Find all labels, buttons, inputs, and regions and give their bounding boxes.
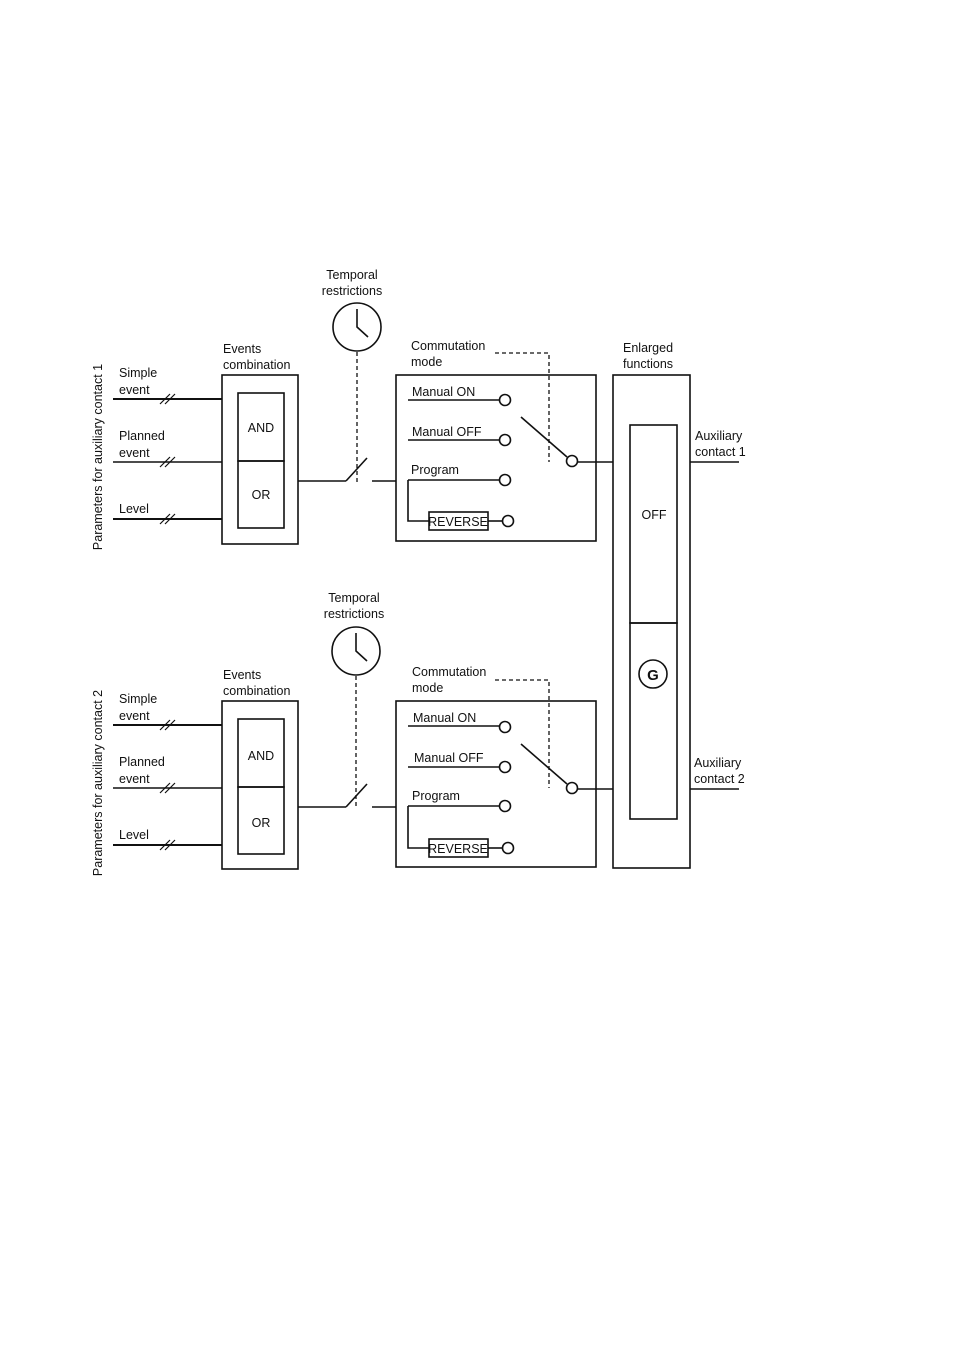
reverse-branch-line — [407, 480, 429, 522]
commutation-mode-box — [395, 700, 597, 868]
input-planned-event-line2: event — [119, 446, 150, 460]
output-label-line1: Auxiliary — [694, 756, 742, 770]
mode-manual-on: Manual ON — [413, 711, 476, 725]
slash-marks — [159, 839, 176, 851]
commutation-link-dashed — [495, 679, 550, 788]
selector-pivot — [565, 781, 579, 795]
input-simple-event-line2: event — [119, 383, 150, 397]
temporal-restrictions-line2: restrictions — [322, 284, 382, 298]
terminal-reverse — [501, 514, 515, 528]
mode-program: Program — [411, 463, 459, 477]
events-combination-line2: combination — [223, 684, 290, 698]
input-simple-event-line2: event — [119, 709, 150, 723]
output-label-line2: contact 1 — [695, 445, 746, 459]
commutation-mode-line1: Commutation — [412, 665, 486, 679]
reverse-label: REVERSE — [428, 842, 488, 856]
events-combination-line1: Events — [223, 668, 261, 682]
input-planned-event-line1: Planned — [119, 755, 165, 769]
temporal-restrictions-line1: Temporal — [326, 268, 377, 282]
events-combination-box — [221, 700, 299, 870]
reverse-branch-line — [407, 806, 429, 849]
output-label-line1: Auxiliary — [695, 429, 743, 443]
commutation-link-dashed — [495, 352, 550, 462]
mode-manual-on: Manual ON — [412, 385, 475, 399]
input-level: Level — [119, 502, 149, 516]
input-planned-event-line2: event — [119, 772, 150, 786]
selector-arm — [520, 416, 568, 458]
clock-icon — [331, 626, 381, 676]
side-label: Parameters for auxiliary contact 1 — [91, 364, 105, 550]
terminal-manual-on — [498, 393, 512, 407]
commutation-mode-line2: mode — [412, 681, 443, 695]
terminal-program — [498, 473, 512, 487]
input-planned-event-line1: Planned — [119, 429, 165, 443]
and-label: AND — [248, 749, 274, 763]
side-label: Parameters for auxiliary contact 2 — [91, 690, 105, 876]
terminal-manual-on — [498, 720, 512, 734]
g-box — [629, 622, 678, 820]
events-combination-box — [221, 374, 299, 545]
slash-marks — [159, 513, 176, 525]
off-box — [629, 424, 678, 624]
mode-manual-off: Manual OFF — [414, 751, 484, 765]
slash-marks — [159, 456, 176, 468]
events-combination-line1: Events — [223, 342, 261, 356]
output-label-line2: contact 2 — [694, 772, 745, 786]
enlarged-functions-box — [612, 374, 691, 869]
temporal-restrictions-line2: restrictions — [324, 607, 384, 621]
enlarged-functions-line1: Enlarged — [623, 341, 673, 355]
g-circle-icon — [638, 659, 668, 689]
mode-manual-off: Manual OFF — [412, 425, 482, 439]
or-label: OR — [252, 488, 271, 502]
input-level: Level — [119, 828, 149, 842]
g-label: G — [647, 667, 659, 684]
input-simple-event-line1: Simple — [119, 692, 157, 706]
terminal-manual-off — [498, 760, 512, 774]
temporal-restrictions-line1: Temporal — [328, 591, 379, 605]
mode-program: Program — [412, 789, 460, 803]
slash-marks — [159, 393, 176, 405]
enlarged-functions-line2: functions — [623, 357, 673, 371]
terminal-manual-off — [498, 433, 512, 447]
clock-icon — [332, 302, 382, 352]
events-combination-line2: combination — [223, 358, 290, 372]
enlarged-functions: Enlarged functions OFF G — [612, 341, 691, 869]
commutation-mode-line1: Commutation — [411, 339, 485, 353]
switch-blade — [345, 783, 368, 808]
or-box — [237, 460, 285, 529]
commutation-mode-box — [395, 374, 597, 542]
terminal-program — [498, 799, 512, 813]
or-label: OR — [252, 816, 271, 830]
and-label: AND — [248, 421, 274, 435]
reverse-label: REVERSE — [428, 515, 488, 529]
switch-blade — [345, 457, 368, 482]
slash-marks — [159, 719, 176, 731]
block-auxiliary-contact-1: Parameters for auxiliary contact 1 Simpl… — [91, 268, 746, 550]
input-simple-event-line1: Simple — [119, 366, 157, 380]
commutation-mode-line2: mode — [411, 355, 442, 369]
slash-marks — [159, 782, 176, 794]
or-box — [237, 786, 285, 855]
terminal-reverse — [501, 841, 515, 855]
selector-arm — [520, 743, 568, 785]
block-auxiliary-contact-2: Parameters for auxiliary contact 2 Simpl… — [91, 591, 745, 876]
off-label: OFF — [642, 508, 667, 522]
selector-pivot — [565, 454, 579, 468]
